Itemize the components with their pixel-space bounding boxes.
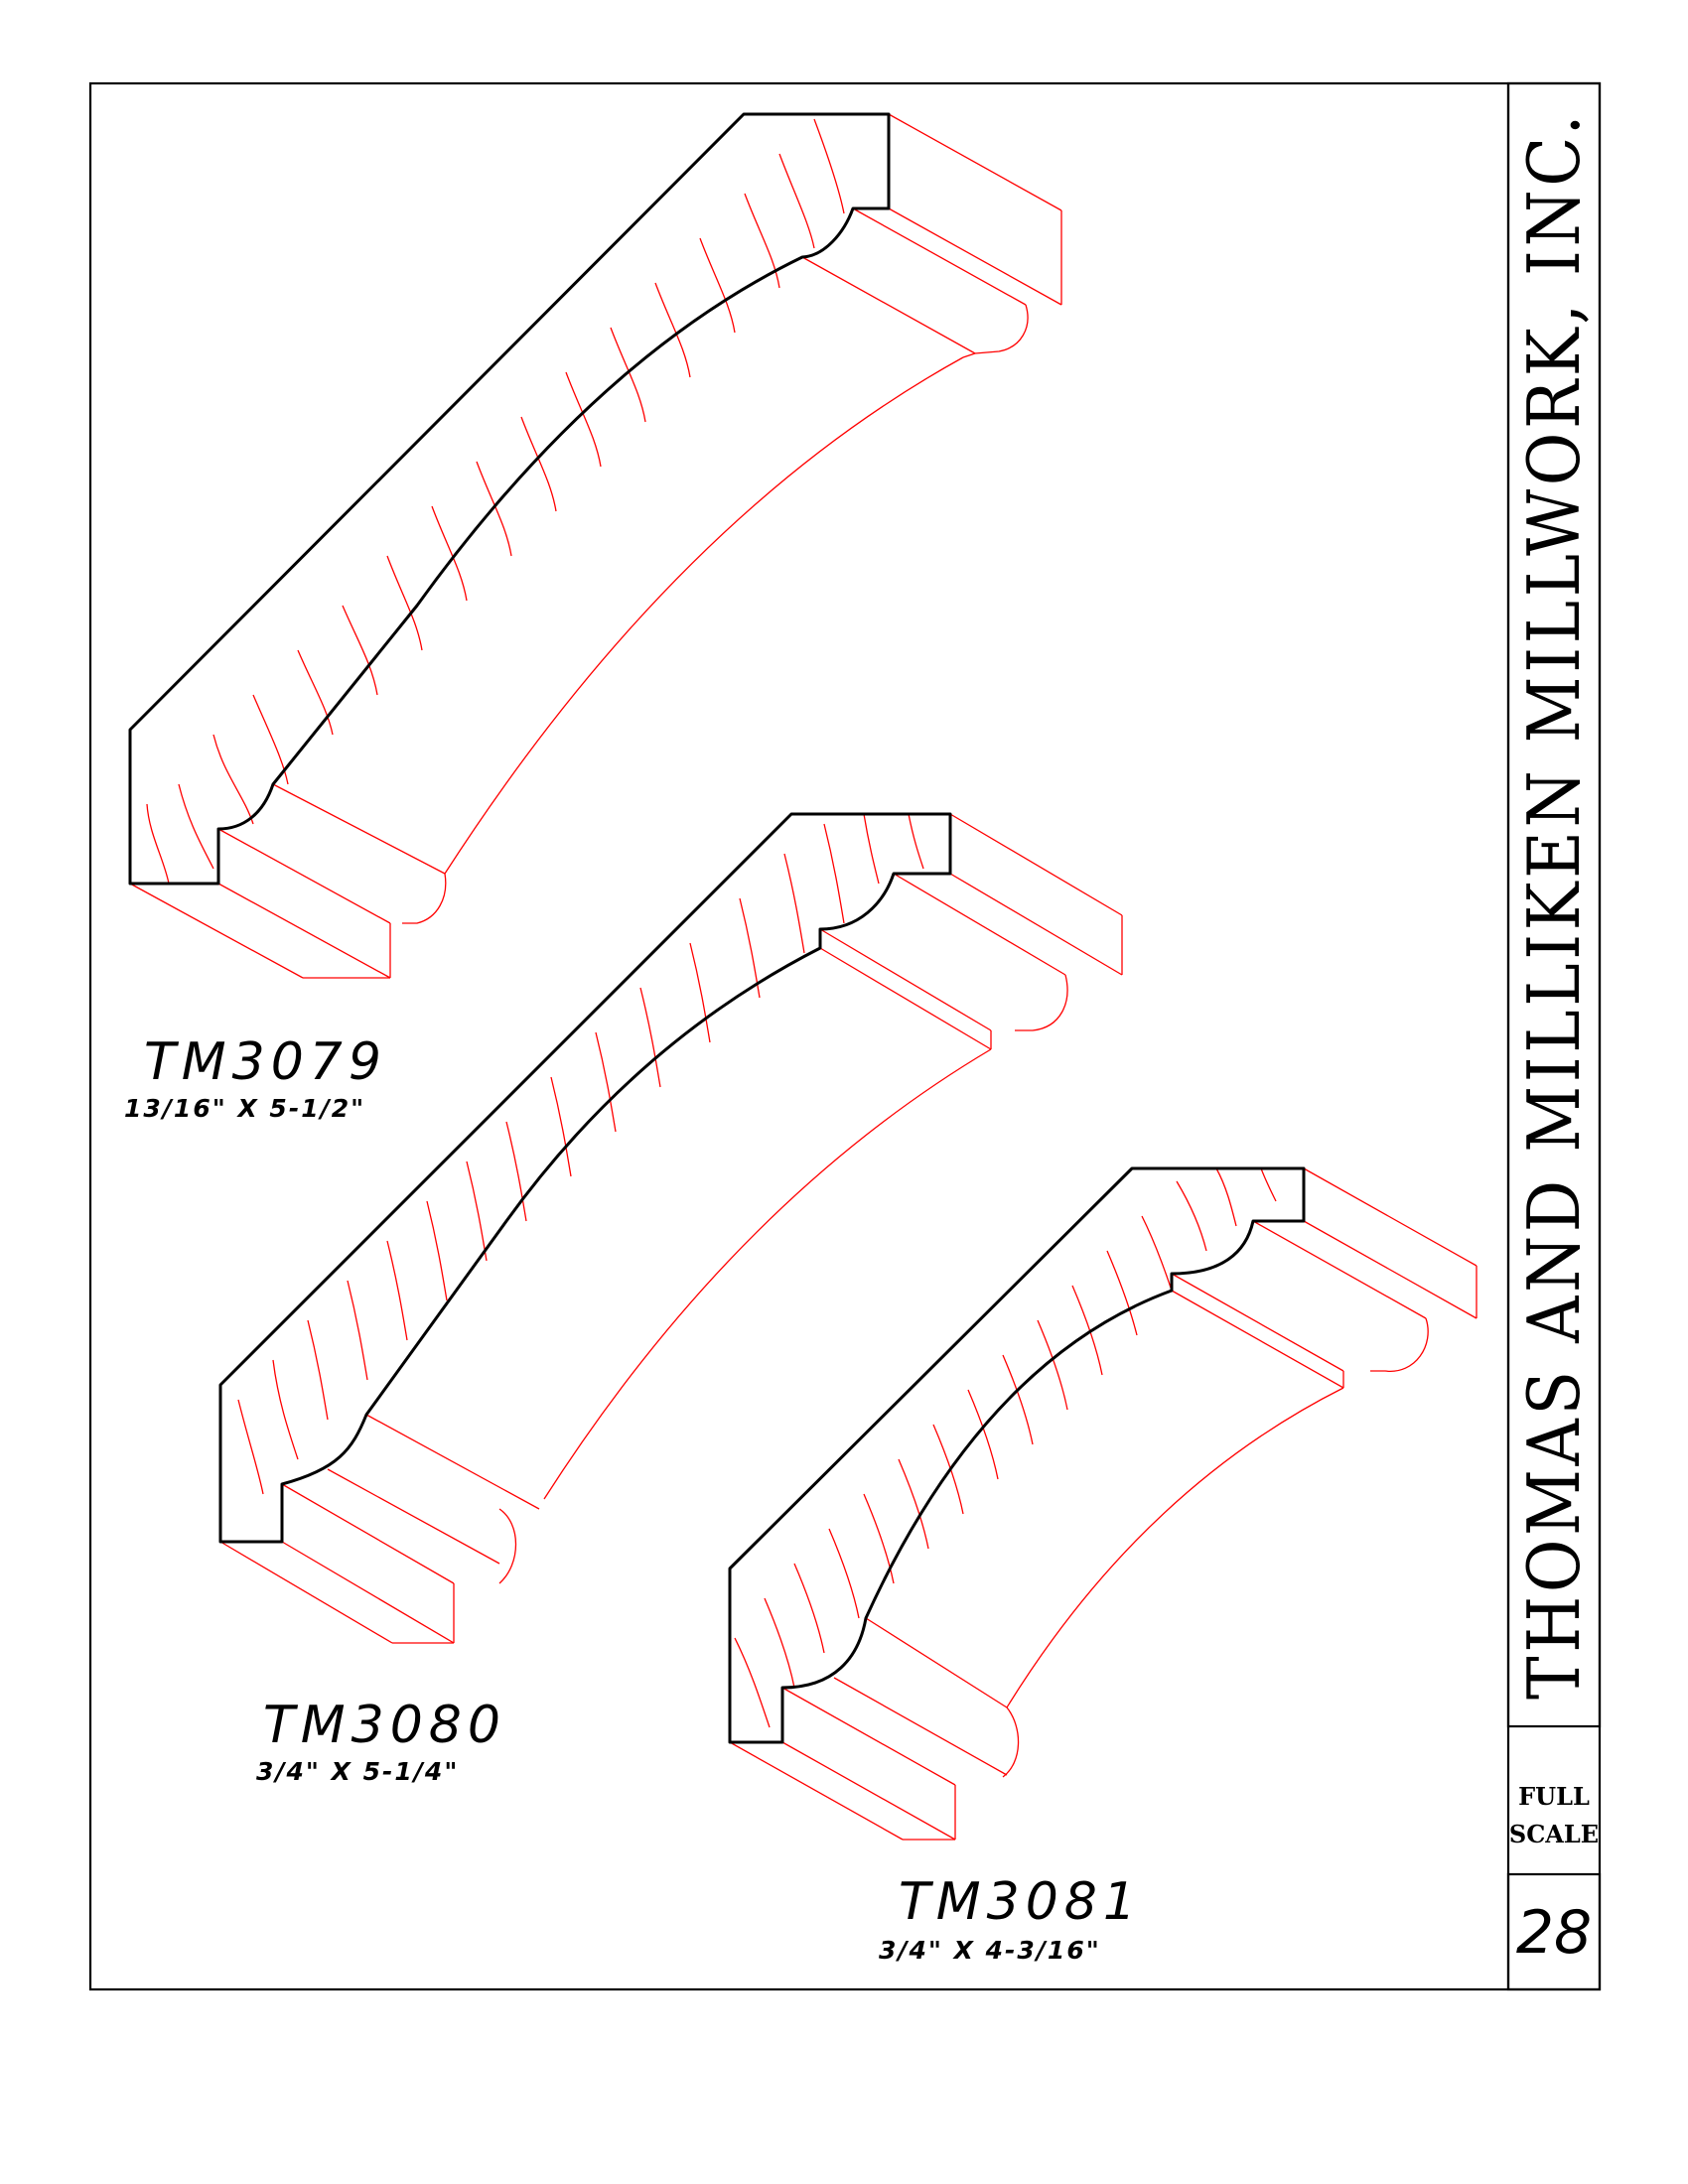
profile-tm3080-name: TM3080 <box>263 1696 506 1755</box>
profile-tm3079-outline <box>128 112 891 886</box>
company-name-box <box>1506 81 1602 1728</box>
profile-tm3079-size: 13/16" X 5-1/2" <box>124 1094 365 1123</box>
profile-tm3081-outline <box>728 1166 1306 1744</box>
profile-tm3080-outline <box>218 812 952 1544</box>
profile-tm3081-drawing <box>728 1166 1477 1841</box>
page-number-box <box>1506 1872 1602 1991</box>
profile-tm3080-size: 3/4" X 5-1/4" <box>256 1757 459 1786</box>
page-number: 28 <box>1516 1898 1592 1968</box>
profile-tm3080-hatching <box>237 813 924 1495</box>
scale-note-line-2: SCALE <box>1509 1820 1599 1848</box>
profile-tm3079-extrusion <box>129 113 1062 979</box>
profile-tm3080-extrusion <box>219 813 1123 1644</box>
profile-tm3079-hatching <box>146 118 845 885</box>
profile-tm3081-hatching <box>734 1167 1277 1728</box>
profile-tm3081-size: 3/4" X 4-3/16" <box>879 1936 1101 1965</box>
profile-tm3079-name: TM3079 <box>144 1032 387 1092</box>
company-name: THOMAS AND MILLIKEN MILLWORK, INC. <box>1512 111 1596 1700</box>
profile-tm3081-extrusion <box>729 1167 1477 1841</box>
scale-note-line-1: FULL <box>1518 1782 1590 1811</box>
profile-tm3080-drawing <box>218 812 1123 1644</box>
profile-tm3079-drawing <box>128 112 1062 979</box>
profile-tm3081-name: TM3081 <box>899 1872 1142 1932</box>
